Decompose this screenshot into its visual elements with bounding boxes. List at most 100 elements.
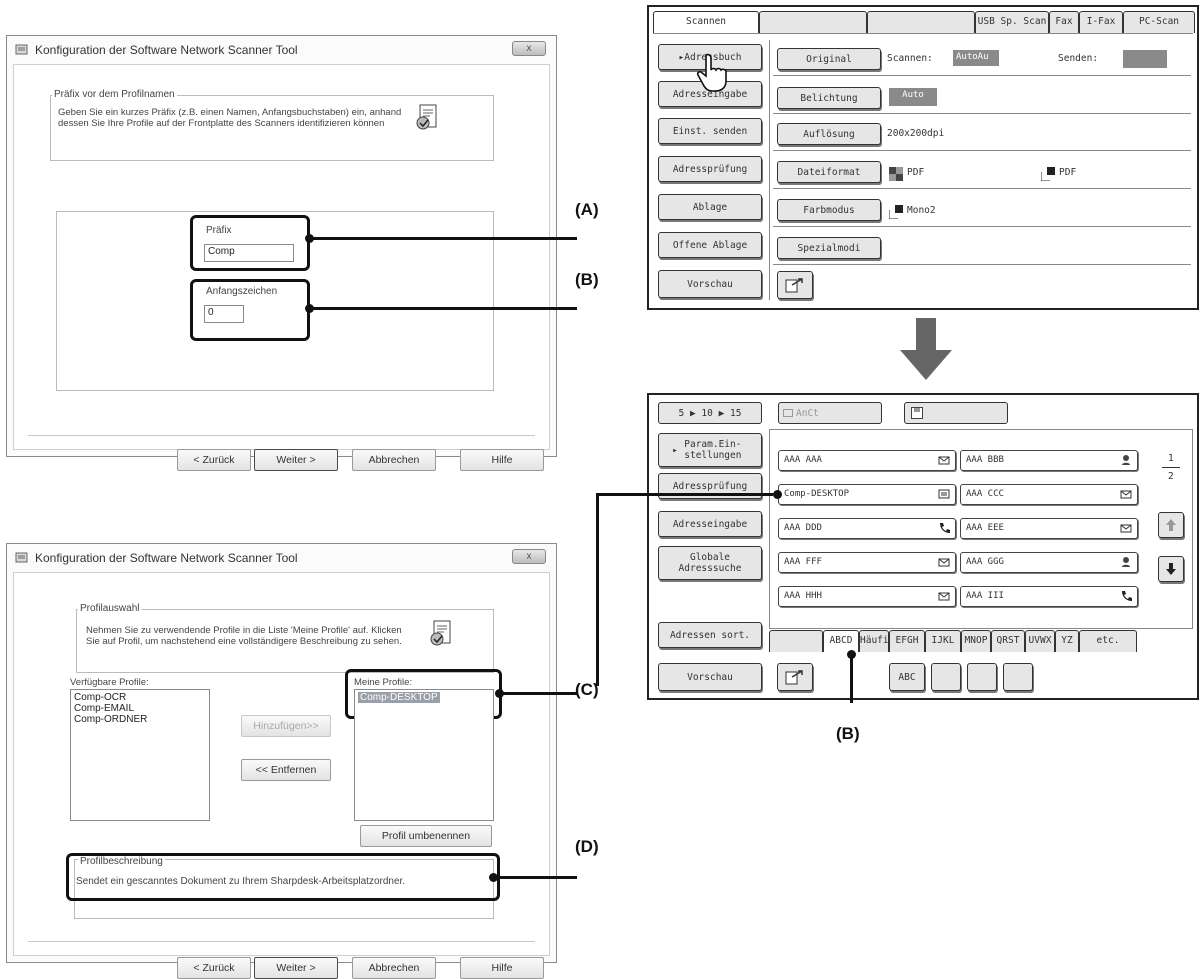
arrow-down-icon xyxy=(900,318,952,385)
index-tab-ijkl[interactable]: IJKL xyxy=(925,630,961,652)
list-item-selected[interactable]: Comp-DESKTOP xyxy=(358,692,440,703)
add-button[interactable]: Hinzufügen>> xyxy=(241,715,331,737)
help-button[interactable]: Hilfe xyxy=(460,449,544,471)
cancel-button[interactable]: Abbrechen xyxy=(352,957,436,979)
address-entry[interactable]: AAA III xyxy=(960,586,1138,607)
color-mode-button[interactable]: Farbmodus xyxy=(777,199,881,221)
dialog-prefix: Konfiguration der Software Network Scann… xyxy=(6,35,577,471)
next-button[interactable]: Weiter > xyxy=(254,957,338,979)
page-current: 1 xyxy=(1168,453,1174,464)
list-item[interactable]: Comp-ORDNER xyxy=(74,714,148,725)
tab-usb-scan[interactable]: USB Sp. Scan xyxy=(975,11,1049,33)
index-tab-abcd[interactable]: ABCD xyxy=(823,630,859,652)
start-char-input[interactable]: 0 xyxy=(204,305,244,323)
resolution-button[interactable]: Auflösung xyxy=(777,123,881,145)
file-format-button[interactable]: Dateiformat xyxy=(777,161,881,183)
prefix-input[interactable]: Comp xyxy=(204,244,294,262)
list-item[interactable]: Comp-EMAIL xyxy=(74,703,135,714)
tab-ifax[interactable]: I-Fax xyxy=(1079,11,1123,33)
quick-file-button[interactable]: Offene Ablage xyxy=(658,232,762,258)
send-value xyxy=(1123,50,1167,68)
address-entry[interactable]: AAA CCC xyxy=(960,484,1138,505)
blank-tab-button[interactable] xyxy=(931,663,961,691)
help-button[interactable]: Hilfe xyxy=(460,957,544,979)
address-entry[interactable]: AAA BBB xyxy=(960,450,1138,471)
phone-icon xyxy=(1122,591,1132,601)
list-item[interactable]: Comp-OCR xyxy=(74,692,127,703)
address-entry[interactable]: AAA EEE xyxy=(960,518,1138,539)
remove-button[interactable]: << Entfernen xyxy=(241,759,331,781)
prefix-group-title: Präfix vor dem Profilnamen xyxy=(52,89,177,100)
back-button[interactable]: < Zurück xyxy=(177,449,251,471)
callout-b-label: (B) xyxy=(575,270,599,289)
param-settings-button[interactable]: ▸Param.Ein-stellungen xyxy=(658,433,762,467)
callout-c-leader-v xyxy=(596,493,599,686)
special-modes-button[interactable]: Spezialmodi xyxy=(777,237,881,259)
index-tab-uvwx[interactable]: UVWX xyxy=(1025,630,1055,652)
close-button[interactable]: x xyxy=(512,549,546,564)
abc-tab-button[interactable]: ABC xyxy=(889,663,925,691)
group-icon xyxy=(1122,455,1130,465)
cancel-button[interactable]: Abbrechen xyxy=(352,449,436,471)
global-search-button[interactable]: Globale Adresssuche xyxy=(658,546,762,580)
dialog-title: Konfiguration der Software Network Scann… xyxy=(35,551,298,565)
color-mode-value: Mono2 xyxy=(907,205,936,216)
prefix-fields-group xyxy=(56,211,494,391)
pager-button[interactable]: 5 ▶ 10 ▶ 15 xyxy=(658,402,762,424)
address-entry[interactable]: AAA AAA xyxy=(778,450,956,471)
tab-fax[interactable]: Fax xyxy=(1049,11,1079,33)
tab-pc-scan[interactable]: PC-Scan xyxy=(1123,11,1195,33)
tab-empty-1[interactable] xyxy=(759,11,867,33)
address-entry[interactable]: AAA DDD xyxy=(778,518,956,539)
exposure-value: Auto xyxy=(889,88,937,106)
search-mode-tab-1[interactable]: AnCt xyxy=(778,402,882,424)
original-button[interactable]: Original xyxy=(777,48,881,70)
exposure-button[interactable]: Belichtung xyxy=(777,87,881,109)
address-entry-button[interactable]: Adresseingabe xyxy=(658,511,762,537)
mode-tabs: Scannen USB Sp. Scan Fax I-Fax PC-Scan xyxy=(653,11,1195,33)
callout-b2-label: (B) xyxy=(836,724,860,743)
close-button[interactable]: x xyxy=(512,41,546,56)
address-entry[interactable]: AAA FFF xyxy=(778,552,956,573)
address-book-panel: 5 ▶ 10 ▶ 15 AnCt ▸Param.Ein-stellungen A… xyxy=(596,393,1199,703)
callout-c-dot xyxy=(495,689,504,698)
index-tab-efgh[interactable]: EFGH xyxy=(889,630,925,652)
folder-icon xyxy=(938,489,950,499)
index-tab-haeufig[interactable]: Häufig xyxy=(859,630,894,652)
index-tab-empty[interactable] xyxy=(769,630,823,652)
index-tab-qrst[interactable]: QRST xyxy=(991,630,1025,652)
dialog-titlebar: Konfiguration der Software Network Scann… xyxy=(7,36,556,64)
mail-icon xyxy=(783,409,793,417)
callout-d-dot xyxy=(489,873,498,882)
next-button[interactable]: Weiter > xyxy=(254,449,338,471)
mail-icon xyxy=(938,558,950,567)
tab-empty-2[interactable] xyxy=(867,11,975,33)
scroll-down-button[interactable] xyxy=(1158,556,1184,582)
blank-tab-button[interactable] xyxy=(1003,663,1033,691)
preview-button[interactable]: Vorschau xyxy=(658,663,762,691)
filing-button[interactable]: Ablage xyxy=(658,194,762,220)
address-entry[interactable]: AAA GGG xyxy=(960,552,1138,573)
blank-tab-button[interactable] xyxy=(967,663,997,691)
address-entry[interactable]: Comp-DESKTOP xyxy=(778,484,956,505)
sort-address-button[interactable]: Adressen sort. xyxy=(658,622,762,648)
address-entry-button[interactable]: Adresseingabe xyxy=(658,81,762,107)
preview-button[interactable]: Vorschau xyxy=(658,270,762,298)
start-scan-button[interactable] xyxy=(777,663,813,691)
index-tab-yz[interactable]: YZ xyxy=(1055,630,1079,652)
start-scan-button[interactable] xyxy=(777,271,813,299)
search-mode-tab-2[interactable] xyxy=(904,402,1008,424)
address-entry[interactable]: AAA HHH xyxy=(778,586,956,607)
tab-scan[interactable]: Scannen xyxy=(653,11,759,33)
available-profiles-list[interactable]: Comp-OCR Comp-EMAIL Comp-ORDNER xyxy=(70,689,210,821)
index-tab-etc[interactable]: etc. xyxy=(1079,630,1137,652)
address-review-button[interactable]: Adressprüfung xyxy=(658,156,762,182)
scroll-up-button[interactable] xyxy=(1158,512,1184,538)
send-settings-button[interactable]: Einst. senden xyxy=(658,118,762,144)
index-tab-mnop[interactable]: MNOP xyxy=(961,630,991,652)
my-profiles-list[interactable]: Comp-DESKTOP xyxy=(354,689,494,821)
row-divider xyxy=(773,188,1191,189)
back-button[interactable]: < Zurück xyxy=(177,957,251,979)
rename-profile-button[interactable]: Profil umbenennen xyxy=(360,825,492,847)
row-divider xyxy=(773,75,1191,76)
